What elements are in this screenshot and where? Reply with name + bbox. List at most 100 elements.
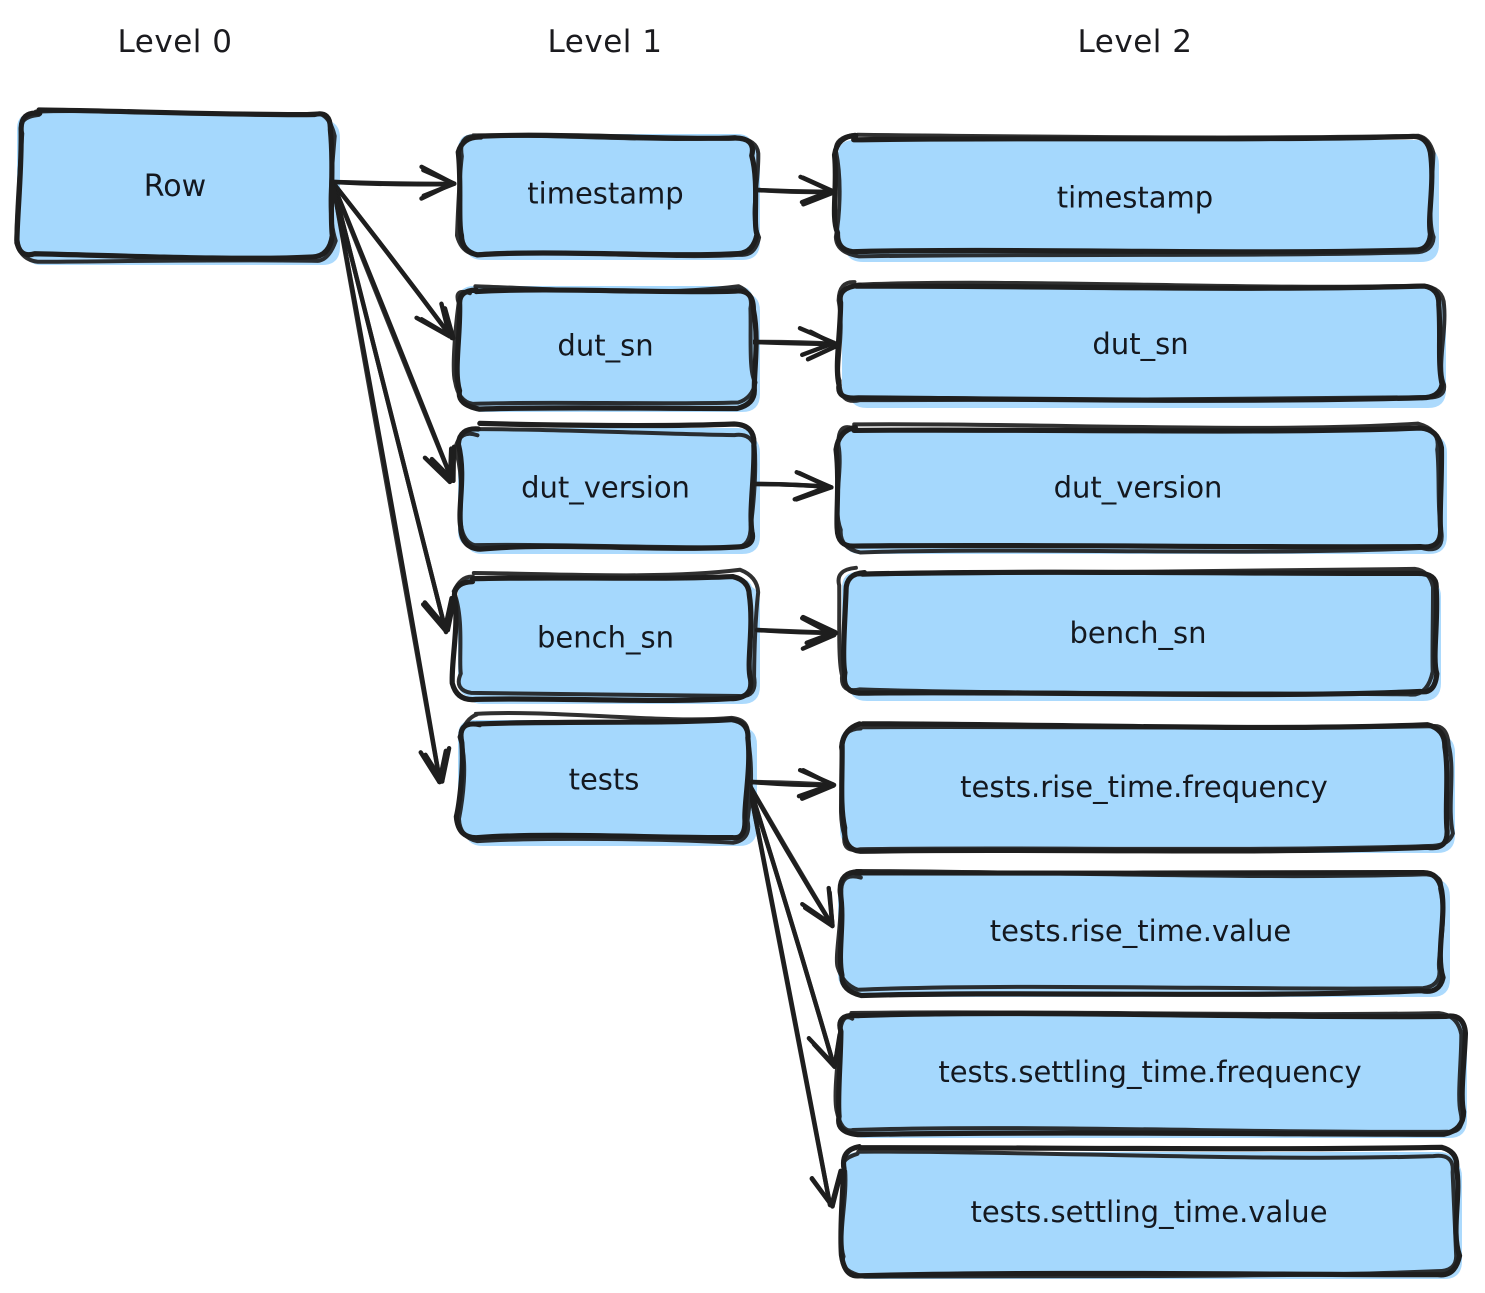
- edge-shaft: [331, 187, 443, 785]
- arrowhead-icon: [805, 343, 840, 362]
- arrowhead-icon: [418, 750, 442, 785]
- edge-shaft: [331, 183, 455, 483]
- arrowhead-icon: [799, 340, 837, 358]
- node-fill: [842, 572, 1434, 694]
- node-l1-dut-sn[interactable]: dut_sn: [451, 284, 759, 412]
- node-outline-pass-2: [833, 1010, 1464, 1134]
- node-fill: [458, 134, 753, 253]
- arrowhead-icon: [800, 614, 838, 635]
- node-label: tests: [569, 763, 640, 797]
- node-label: tests.rise_time.value: [990, 914, 1291, 948]
- node-label: tests.settling_time.value: [970, 1195, 1327, 1229]
- node-l1-timestamp[interactable]: timestamp: [454, 132, 762, 259]
- edge-tests-settle-value: [747, 787, 843, 1209]
- node-l2-settle-freq[interactable]: tests.settling_time.frequency: [833, 1010, 1469, 1138]
- edge-shaft: [754, 187, 835, 195]
- node-outline-pass-2: [453, 427, 758, 550]
- node-fill: [17, 113, 333, 258]
- node-l1-tests[interactable]: tests: [453, 710, 754, 845]
- node-label: bench_sn: [1070, 616, 1207, 650]
- node-outline-pass-2: [456, 710, 754, 845]
- node-fill: [838, 872, 1443, 990]
- node-l2-bench-sn[interactable]: bench_sn: [836, 565, 1440, 698]
- node-row[interactable]: Row: [14, 107, 338, 264]
- node-fill: [458, 578, 753, 697]
- arrowhead-icon: [792, 484, 831, 502]
- edge-row-dut-sn: [331, 181, 456, 341]
- edge-layer: [331, 164, 843, 1209]
- arrowhead-icon: [419, 181, 456, 201]
- edge-shaft: [331, 185, 449, 635]
- node-outline-pass-2: [836, 565, 1435, 697]
- arrowhead-icon: [439, 746, 452, 784]
- edge-timestamp-l2: [754, 174, 837, 207]
- arrowhead-icon: [801, 767, 836, 788]
- node-outline-pass-2: [835, 421, 1444, 555]
- edge-dut-version-l2: [750, 470, 834, 502]
- node-l2-rise-freq[interactable]: tests.rise_time.frequency: [838, 721, 1455, 854]
- column-label-layer: Level 0 Level 1 Level 2: [118, 24, 1193, 60]
- node-label: dut_sn: [1092, 327, 1188, 361]
- arrowhead-icon: [804, 629, 838, 646]
- node-label: dut_sn: [557, 329, 653, 363]
- arrowhead-icon: [420, 602, 447, 632]
- node-outline-pass-2: [833, 132, 1436, 259]
- node-fill: [458, 286, 753, 405]
- arrowhead-icon: [429, 456, 456, 483]
- column-header-level0: Level 0: [118, 24, 233, 60]
- arrowhead-icon: [811, 1042, 837, 1069]
- column-header-level2: Level 2: [1078, 24, 1193, 60]
- arrowhead-icon: [423, 752, 445, 784]
- node-l2-rise-value[interactable]: tests.rise_time.value: [834, 868, 1446, 999]
- edge-shaft: [747, 787, 833, 1208]
- node-label: timestamp: [1057, 181, 1213, 215]
- node-fill: [843, 1152, 1455, 1272]
- node-outline-pass-2: [454, 133, 762, 259]
- arrowhead-icon: [439, 301, 452, 339]
- edge-dut-sn-l2: [750, 326, 840, 362]
- arrowhead-icon: [798, 174, 837, 195]
- node-label: dut_version: [1054, 471, 1223, 505]
- node-label: tests.settling_time.frequency: [938, 1055, 1361, 1089]
- arrowhead-icon: [799, 188, 834, 205]
- node-l2-dut-sn[interactable]: dut_sn: [834, 280, 1447, 403]
- node-fill: [842, 287, 1439, 401]
- node-outline-pass-2: [451, 284, 758, 406]
- node-outline-pass-1: [835, 1010, 1469, 1138]
- arrowhead-icon: [422, 600, 451, 633]
- node-outline-pass-1: [837, 869, 1446, 999]
- node-fill: [838, 140, 1432, 255]
- edge-shaft: [331, 179, 455, 187]
- node-outline-pass-1: [454, 287, 759, 412]
- node-l2-dut-version[interactable]: dut_version: [833, 421, 1445, 555]
- node-label: dut_version: [521, 471, 690, 505]
- node-l1-dut-version[interactable]: dut_version: [453, 420, 758, 552]
- edge-shaft: [747, 783, 835, 928]
- edge-tests-rise-value: [747, 783, 835, 929]
- node-l2-timestamp[interactable]: timestamp: [831, 132, 1436, 259]
- node-l1-bench-sn[interactable]: bench_sn: [449, 567, 761, 703]
- node-outline-pass-2: [834, 868, 1445, 992]
- node-outline-pass-2: [838, 723, 1455, 852]
- node-outline-pass-1: [449, 573, 754, 703]
- arrowhead-icon: [451, 444, 457, 483]
- node-outline-pass-2: [836, 280, 1447, 403]
- node-label: timestamp: [527, 177, 683, 211]
- node-l2-settle-value[interactable]: tests.settling_time.value: [838, 1144, 1463, 1279]
- arrowhead-icon: [800, 901, 835, 928]
- node-layer: Row timestamp dut_sn dut_version bench_sntes…: [14, 107, 1469, 1279]
- edge-shaft: [747, 785, 837, 1069]
- node-outline-pass-2: [451, 567, 761, 699]
- node-fill: [458, 720, 750, 839]
- node-label: bench_sn: [537, 621, 674, 655]
- arrowhead-icon: [797, 326, 837, 346]
- column-header-level1: Level 1: [548, 24, 663, 60]
- edge-shaft: [750, 339, 839, 347]
- arrowhead-icon: [796, 470, 831, 489]
- edge-row-timestamp: [331, 164, 457, 201]
- node-label: tests.rise_time.frequency: [960, 770, 1328, 804]
- arrowhead-icon: [419, 317, 456, 341]
- arrowhead-icon: [809, 1176, 834, 1208]
